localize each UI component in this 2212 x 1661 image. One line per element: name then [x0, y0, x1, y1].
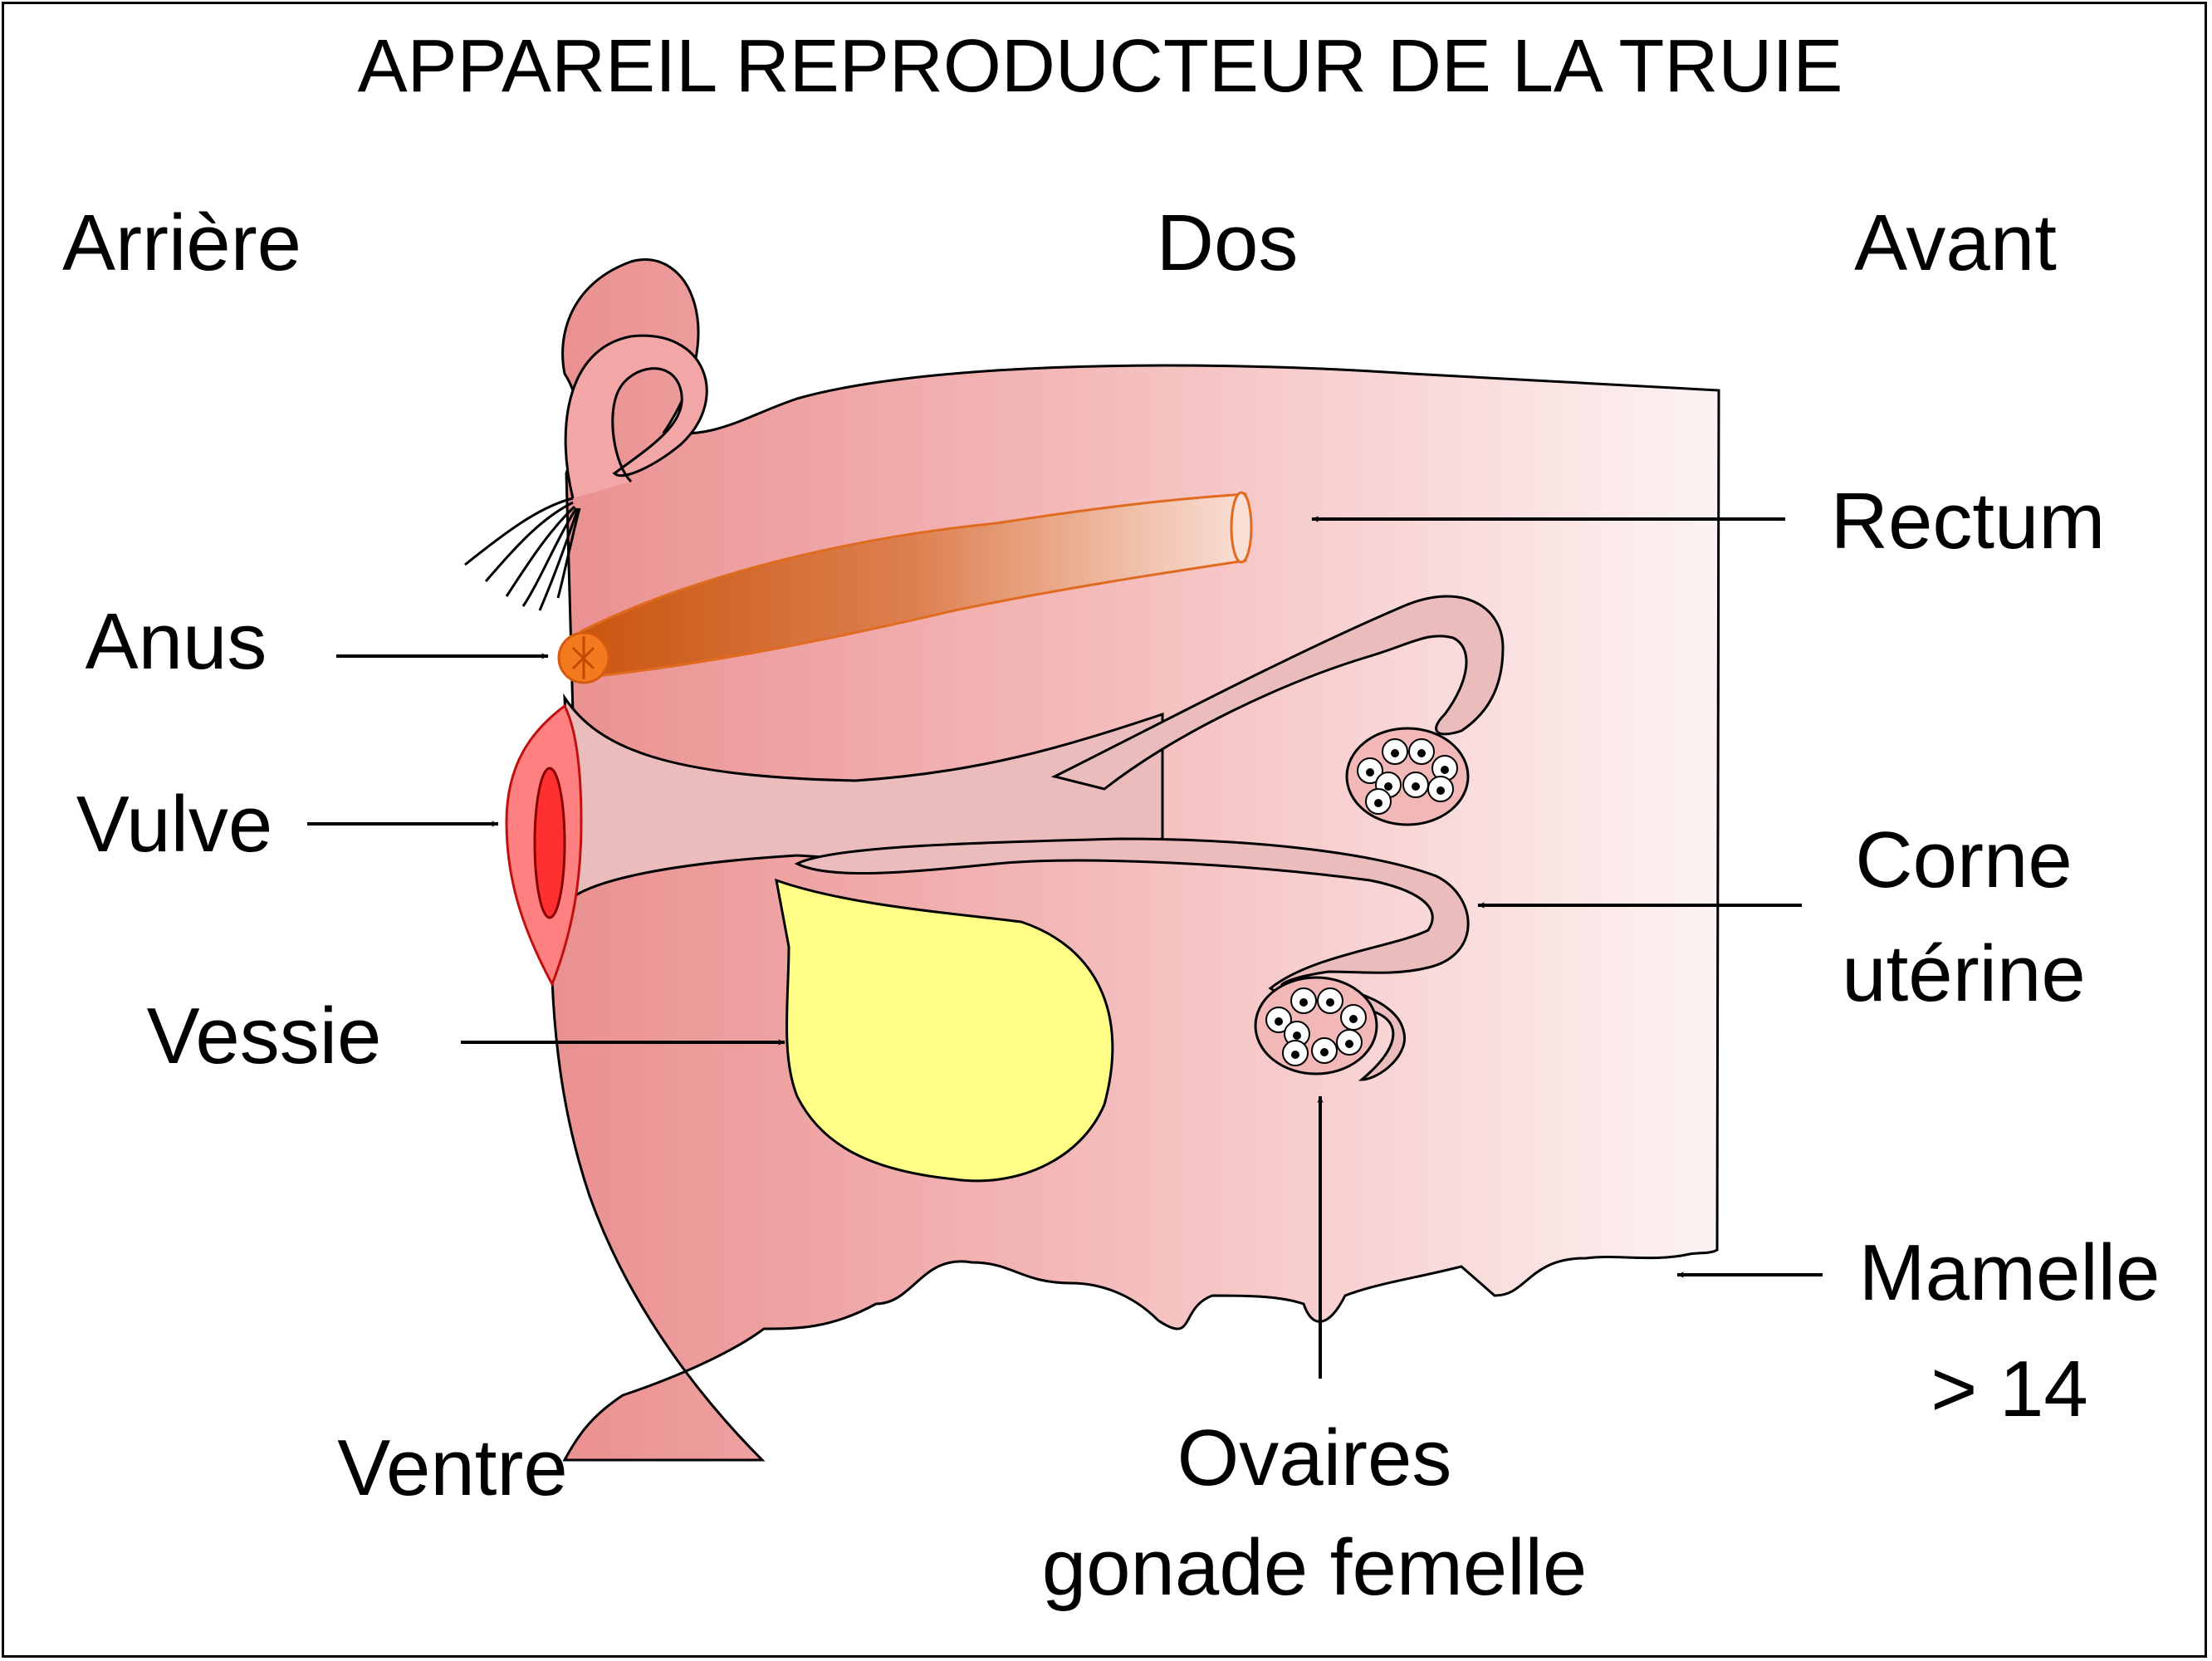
- ovary-lower: [1254, 976, 1378, 1075]
- label-teat-line2: > 14: [1931, 1345, 2088, 1433]
- pointer-arrows: [307, 516, 1823, 1379]
- uterine-horn-upper: [1050, 595, 1505, 791]
- tail-hairs: [464, 497, 581, 611]
- label-top: Dos: [1157, 198, 1299, 287]
- label-uterine-horn-line2: utérine: [1842, 929, 2086, 1018]
- anus-marks: [571, 636, 595, 679]
- label-front: Avant: [1854, 198, 2057, 287]
- label-bladder: Vessie: [147, 992, 382, 1080]
- diagram-title: APPAREIL REPRODUCTEUR DE LA TRUIE: [358, 25, 1843, 108]
- tail: [564, 334, 708, 499]
- label-anus: Anus: [86, 597, 267, 686]
- label-ovaries-line2: gonade femelle: [1042, 1523, 1587, 1612]
- vulva-slit: [533, 767, 566, 919]
- label-bottom: Ventre: [337, 1423, 568, 1512]
- label-teat-line1: Mamelle: [1859, 1228, 2161, 1317]
- bladder: [775, 878, 1114, 1183]
- label-ovaries-line1: Ovaires: [1177, 1414, 1452, 1502]
- label-back: Arrière: [62, 198, 301, 287]
- label-rectum: Rectum: [1831, 477, 2106, 566]
- uterine-horn-lower: [794, 837, 1470, 1081]
- label-uterine-horn-line1: Corne: [1855, 816, 2072, 904]
- ovary-upper: [1345, 727, 1470, 826]
- rectum-opening: [1230, 491, 1253, 564]
- label-vulva: Vulve: [76, 780, 273, 869]
